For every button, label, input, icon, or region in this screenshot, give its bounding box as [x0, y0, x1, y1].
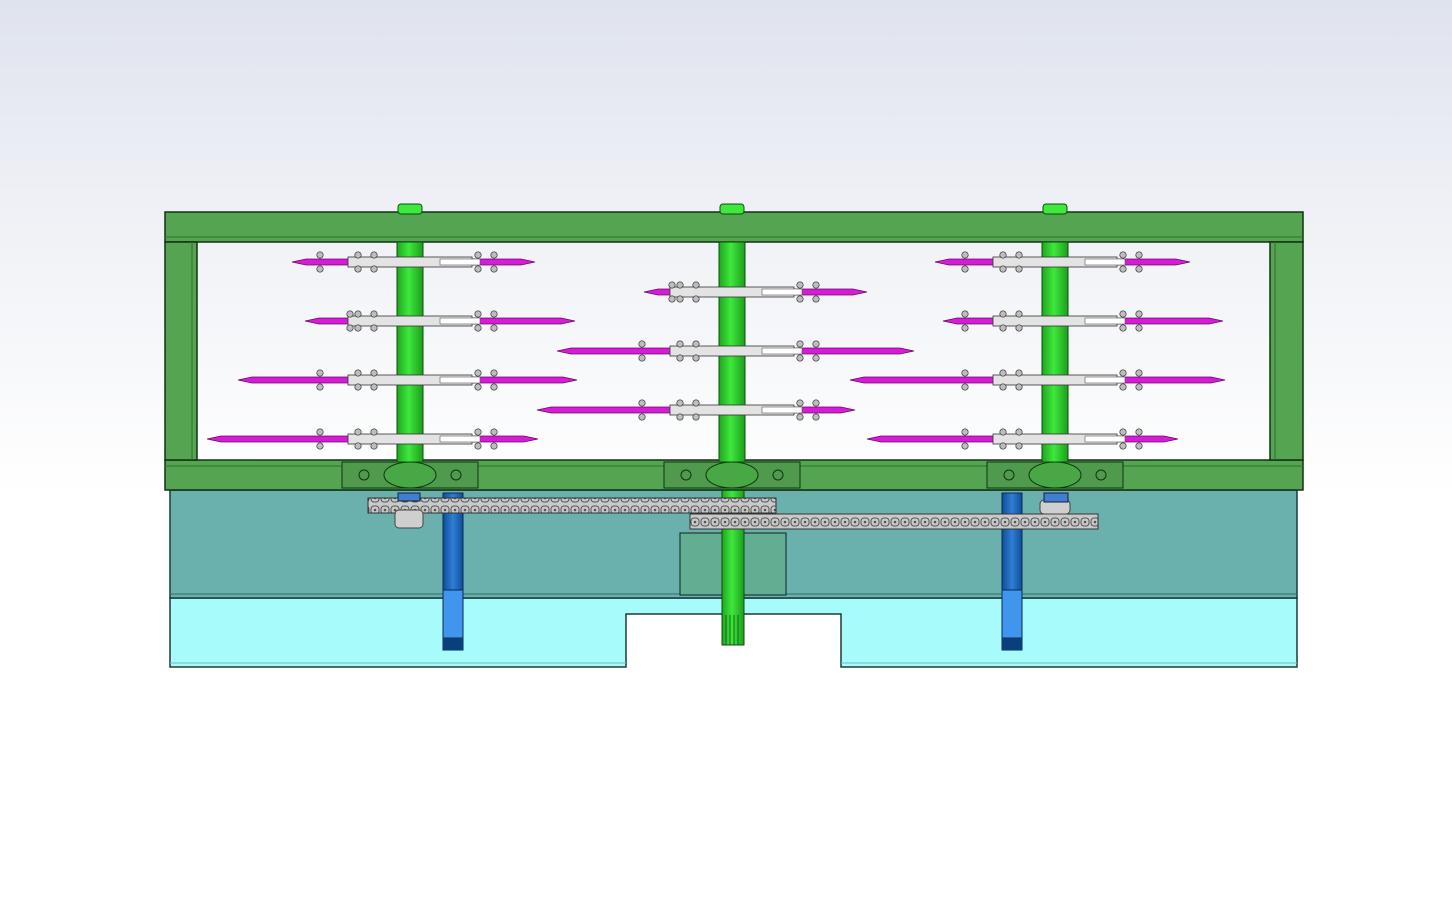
rotor-blade[interactable] [291, 251, 536, 273]
rotor-blade[interactable] [556, 340, 915, 362]
rotor-blade[interactable] [643, 281, 868, 303]
rotor-blade[interactable] [849, 369, 1226, 391]
bolt-hole [680, 469, 692, 481]
shaft-cap [397, 203, 423, 215]
bearing-hub [705, 461, 759, 489]
vertical-shaft[interactable] [396, 241, 424, 463]
rotor-blade[interactable] [237, 369, 578, 391]
vertical-shaft[interactable] [1041, 241, 1069, 463]
rotor-blade[interactable] [206, 428, 539, 450]
support-leg [442, 492, 464, 651]
bolt-hole [1095, 469, 1107, 481]
bolt-hole [358, 469, 370, 481]
bolt-hole [1003, 469, 1015, 481]
bearing-hub [1028, 461, 1082, 489]
rotor-blade[interactable] [304, 310, 576, 332]
drive-chain [689, 513, 1099, 530]
bearing-hub [383, 461, 437, 489]
rotor-blade[interactable] [934, 251, 1191, 273]
rotor-blade[interactable] [942, 310, 1224, 332]
bolt-hole [450, 469, 462, 481]
shaft-cap [719, 203, 745, 215]
support-leg [1001, 492, 1023, 651]
rotor-blade[interactable] [536, 399, 856, 421]
bolt-hole [772, 469, 784, 481]
rotor-blade[interactable] [866, 428, 1179, 450]
drive-chain [367, 497, 777, 514]
shaft-cap [1042, 203, 1068, 215]
